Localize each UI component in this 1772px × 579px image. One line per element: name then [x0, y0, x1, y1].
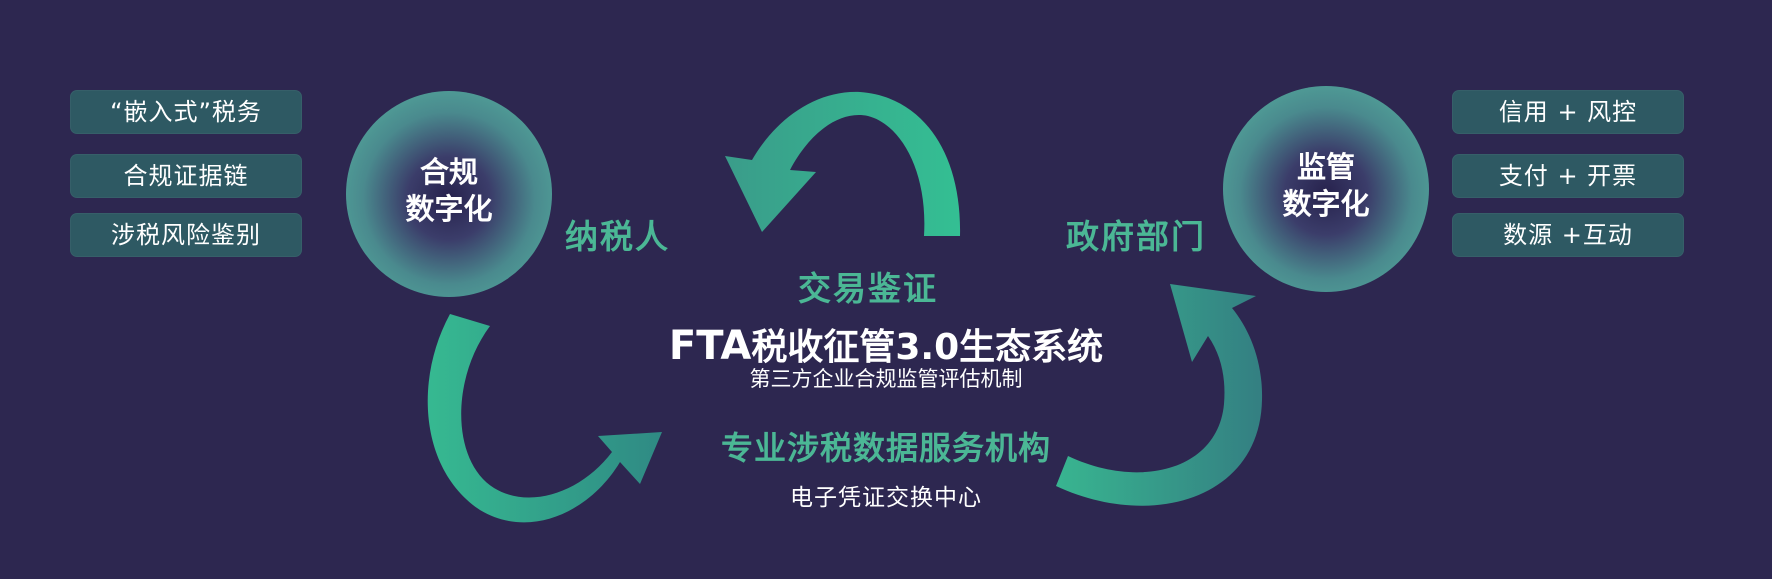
regulation-circle-line2: 数字化	[1282, 187, 1370, 221]
tag-compliance-evidence-chain: 合规证据链	[70, 154, 302, 198]
government-label: 政府部门	[1066, 217, 1206, 256]
ecosystem-subtitle: 第三方企业合规监管评估机制	[749, 367, 1023, 391]
service-org-label: 专业涉税数据服务机构	[720, 429, 1051, 467]
tag-credit-risk-control: 信用 + 风控	[1452, 90, 1684, 134]
compliance-circle-line2: 数字化	[405, 192, 493, 226]
right-cycle-arrow	[1056, 284, 1263, 506]
tag-payment-invoicing: 支付 + 开票	[1452, 154, 1684, 198]
compliance-digitalization-circle: 合规 数字化	[346, 91, 552, 297]
ecosystem-title-latin: FTA	[668, 323, 752, 369]
tag-embedded-tax: “嵌入式”税务	[70, 90, 302, 134]
transaction-verification-label: 交易鉴证	[798, 269, 938, 308]
taxpayer-label: 纳税人	[565, 217, 670, 256]
exchange-center-label: 电子凭证交换中心	[790, 485, 982, 511]
compliance-circle-line1: 合规	[419, 155, 478, 189]
tag-tax-risk-identification: 涉税风险鉴别	[70, 213, 302, 257]
regulation-digitalization-circle: 监管 数字化	[1223, 86, 1429, 292]
tag-data-source-interaction: 数源 +互动	[1452, 213, 1684, 257]
ecosystem-title-rest: 税收征管3.0生态系统	[751, 327, 1104, 368]
top-cycle-arrow	[725, 91, 961, 236]
ecosystem-title: FTA税收征管3.0生态系统	[0, 318, 1772, 370]
left-cycle-arrow	[427, 314, 662, 523]
regulation-circle-line1: 监管	[1296, 150, 1355, 184]
